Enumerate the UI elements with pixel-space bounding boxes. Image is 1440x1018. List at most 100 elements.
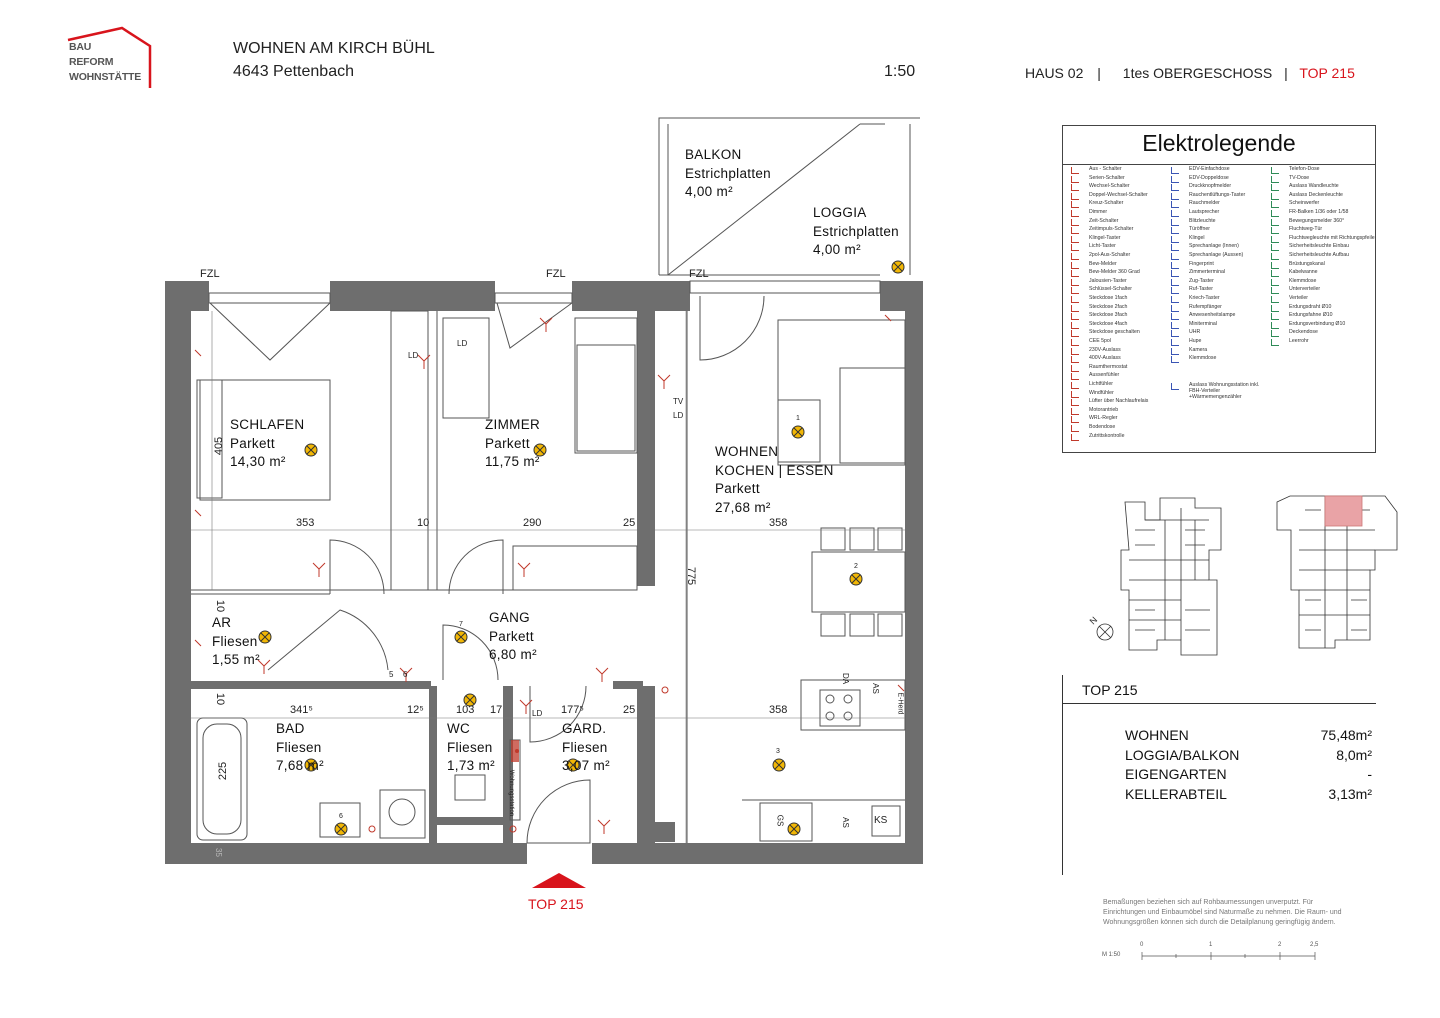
legend-symbol-icon	[1271, 296, 1279, 303]
legend-item: Jalousien-Taster	[1089, 277, 1127, 284]
legend-symbol-icon	[1071, 356, 1079, 364]
legend-symbol-icon	[1071, 244, 1079, 252]
legend-symbol-icon	[1171, 253, 1179, 260]
legend-symbol-icon	[1071, 201, 1079, 209]
legend-title: Elektrolegende	[1142, 130, 1296, 156]
legend-symbol-icon	[1271, 167, 1279, 174]
legend-item: Fingerprint	[1189, 260, 1214, 267]
legend-item: Auslass Wohnungsstation inkl. FBH-Vertei…	[1189, 381, 1260, 400]
room-ar: AR Fliesen 1,55 m²	[212, 614, 260, 670]
legend-item: Türöffner	[1189, 226, 1210, 233]
svg-text:N: N	[1088, 615, 1100, 627]
legend-item: Schlüssel-Schalter	[1089, 286, 1132, 293]
scale-bar: M 1:50 0 1 2 2,5	[1100, 942, 1340, 966]
dimension: 358	[769, 517, 788, 529]
fixture-number: 2	[854, 563, 858, 570]
legend-symbol-icon	[1271, 270, 1279, 278]
legend-symbol-icon	[1071, 407, 1079, 415]
legend-item: EDV-Einfachdose	[1189, 166, 1230, 172]
legend-symbol-icon	[1171, 330, 1179, 338]
legend-item: Leerrohr	[1289, 338, 1309, 344]
legend-item: 400V-Auslass	[1089, 355, 1121, 362]
tv-label: TV	[673, 397, 684, 406]
legend-symbol-icon	[1271, 330, 1279, 338]
legend-item: Lautsprecher	[1189, 209, 1220, 215]
summary-value: 75,48m²	[1320, 727, 1372, 743]
summary-value: 3,13m²	[1328, 785, 1372, 802]
legend-symbol-icon	[1271, 304, 1279, 312]
legend-symbol-icon	[1171, 218, 1179, 226]
room-name: GARD.	[562, 721, 607, 736]
room-area: 11,75 m²	[485, 454, 540, 469]
legend-item: Erdungsfahne Ø10	[1289, 312, 1333, 319]
legend-symbol-icon	[1071, 304, 1079, 312]
legend-symbol-icon	[1171, 201, 1179, 209]
gs-label: GS	[775, 814, 785, 827]
legend-item: Sicherheitsleuchte Aufbau	[1289, 252, 1349, 258]
scale-tick: 0	[1140, 942, 1144, 948]
legend-symbol-icon	[1171, 227, 1179, 235]
legend-symbol-icon	[1171, 321, 1179, 329]
dimension: 6	[403, 670, 408, 679]
fzl-label: FZL	[546, 268, 566, 280]
legend-symbol-icon	[1271, 192, 1279, 200]
header-location: HAUS 02 | 1tes OBERGESCHOSS | TOP 215	[1025, 65, 1355, 81]
dimension: 775	[685, 566, 698, 586]
dimension: 5	[389, 670, 394, 679]
legend-item: Klemmdose	[1289, 277, 1317, 284]
legend-symbol-icon	[1171, 278, 1179, 286]
legend-symbol-icon	[1271, 339, 1279, 346]
legend-symbol-icon	[1071, 261, 1079, 269]
legend-symbol-icon	[1171, 235, 1179, 243]
fixture-number: 3	[776, 748, 780, 755]
dimension: 353	[296, 517, 315, 529]
legend-symbol-icon	[1171, 382, 1179, 390]
legend-symbol-icon	[1071, 339, 1079, 346]
room-name: AR	[212, 615, 232, 630]
legend-item: Serien-Schalter	[1089, 174, 1125, 181]
fzl-label: FZL	[689, 268, 709, 280]
legend-item: Sprechanlage (Aussen)	[1189, 252, 1244, 258]
legend-item: Sprechanlage (Innen)	[1189, 243, 1239, 250]
legend-item: FR-Balken 1/36 oder 1/58	[1289, 209, 1349, 215]
summary-label: EIGENGARTEN	[1125, 766, 1227, 782]
legend-symbol-icon	[1071, 175, 1079, 183]
legend-item: Auslass Deckenleuchte	[1289, 191, 1343, 198]
project-address: 4643 Pettenbach	[233, 63, 354, 80]
legend-symbol-icon	[1171, 184, 1179, 192]
legend-symbol-icon	[1171, 347, 1179, 355]
legend-item: Fluchtweg-Tür	[1289, 226, 1323, 233]
ld-label: LD	[532, 709, 543, 718]
room-floor: Fliesen	[212, 633, 258, 649]
logo-line-2: REFORM	[69, 56, 114, 68]
legend-symbol-icon	[1271, 218, 1279, 226]
room-floor: Estrichplatten	[813, 223, 899, 239]
legend-item: Hupe	[1189, 338, 1202, 344]
legend-item: Anwesenheitslampe	[1189, 312, 1236, 319]
room-name: SCHLAFEN	[230, 417, 305, 432]
room-area: 14,30 m²	[230, 454, 286, 469]
legend-item: Bew-Melder 360 Grad	[1089, 269, 1140, 276]
header-separator: |	[1097, 65, 1101, 81]
room-floor: Parkett	[230, 435, 275, 451]
ld-label: LD	[408, 351, 419, 360]
dimension: 25	[623, 704, 636, 716]
dimension: 25	[623, 517, 636, 529]
legend-item: Motorantrieb	[1089, 406, 1119, 413]
legend-symbol-icon	[1271, 261, 1279, 269]
legend-item: TV-Dose	[1289, 174, 1310, 181]
room-floor: Parkett	[485, 435, 530, 451]
legend-item: Doppel-Wechsel-Schalter	[1089, 191, 1148, 198]
legend-item: Miniterminal	[1189, 320, 1217, 327]
legend-symbol-icon	[1171, 192, 1179, 200]
wohnungsstation-label: Wohnungsstation	[508, 769, 515, 817]
room-gard: GARD. Fliesen 3,07 m²	[562, 720, 610, 776]
legend-item: 2pol-Aus-Schalter	[1089, 252, 1131, 258]
legend-item: Windfühler	[1089, 389, 1114, 396]
logo-line-1: BAU	[69, 41, 92, 53]
legend-item: Brüstungskanal	[1289, 260, 1325, 267]
legend-item: Rauchmelder	[1189, 200, 1220, 207]
legend-symbol-icon	[1271, 321, 1279, 329]
floor-label: 1tes OBERGESCHOSS	[1122, 65, 1273, 81]
